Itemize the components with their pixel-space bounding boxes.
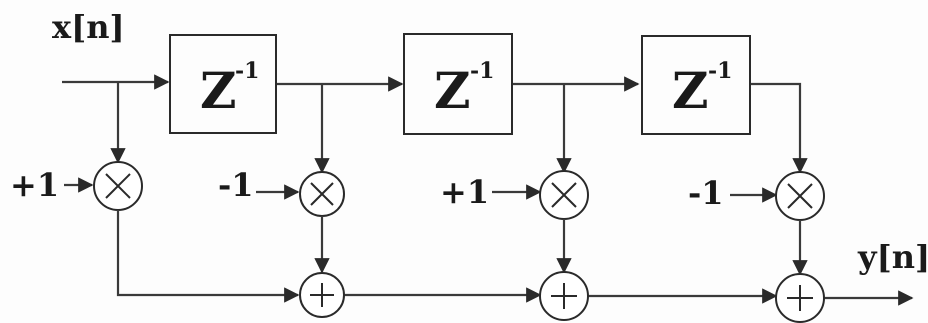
delay-block-2: Z -1	[403, 33, 513, 135]
input-signal-label: x[n]	[52, 8, 125, 46]
coefficient-4-label: -1	[688, 174, 724, 212]
delay-block-3-base: Z	[672, 61, 709, 120]
delay-block-2-exponent: -1	[470, 58, 494, 84]
output-signal-label: y[n]	[857, 238, 928, 276]
multiplier-2	[299, 171, 345, 217]
delay-block-3-exponent: -1	[708, 58, 732, 84]
adder-1	[299, 272, 345, 318]
delay-block-2-base: Z	[434, 61, 471, 120]
adder-3	[775, 273, 825, 323]
multiplier-4	[775, 171, 825, 221]
coefficient-1-label: +1	[10, 166, 59, 204]
adder-2	[539, 271, 589, 321]
multiplier-3	[539, 170, 589, 220]
delay-block-3: Z -1	[641, 35, 751, 135]
coefficient-3-label: +1	[440, 173, 489, 211]
delay-block-1-exponent: -1	[235, 58, 259, 84]
multiplier-1	[93, 161, 143, 211]
delay3-to-multiplier4-wire	[750, 82, 808, 174]
coefficient-2-label: -1	[218, 166, 254, 204]
mult1-to-adder1-wire	[116, 210, 300, 303]
delay-block-1-base: Z	[200, 61, 237, 120]
delay-block-1: Z -1	[169, 34, 277, 134]
